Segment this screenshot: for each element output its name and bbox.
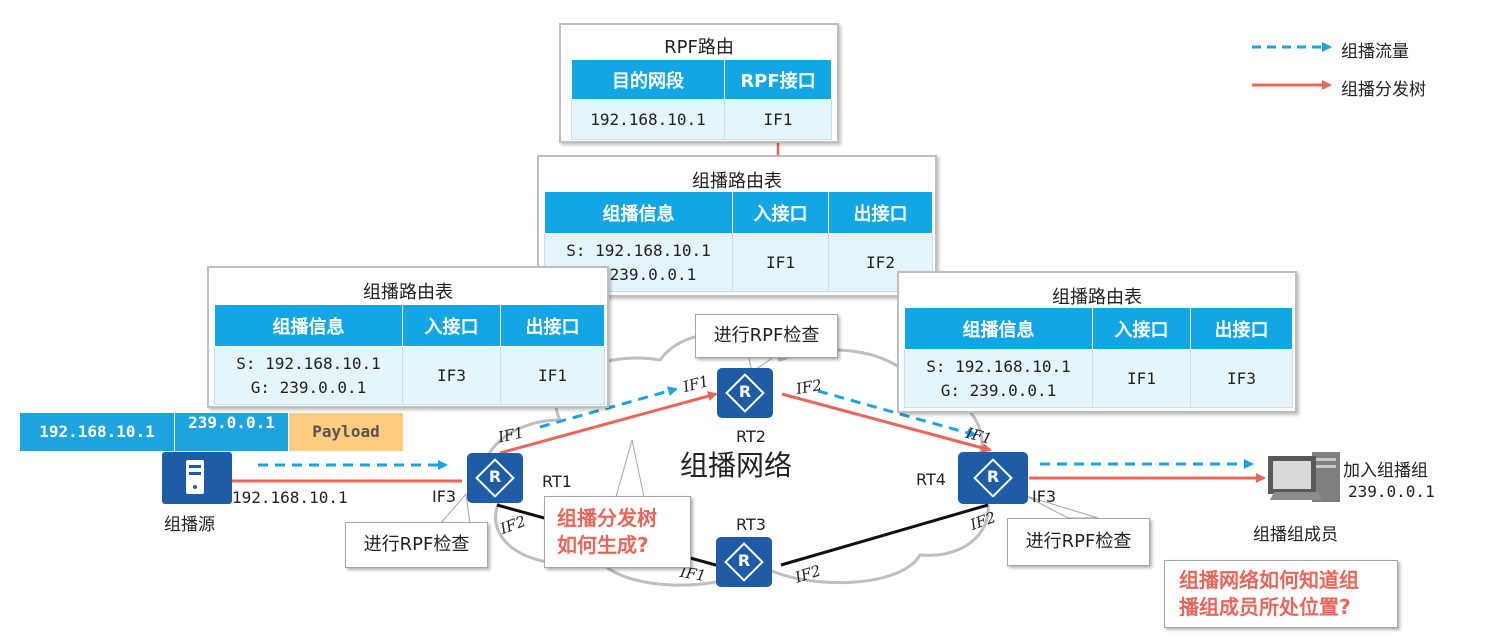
rt1-mroute-title: 组播路由表 — [363, 282, 453, 303]
router-rt3-icon[interactable]: R — [716, 537, 772, 587]
source-ip: 192.168.10.1 — [232, 488, 348, 507]
rt4-header-info: 组播信息 — [904, 307, 1093, 350]
question-tree-line2: 如何生成? — [557, 533, 649, 557]
router-rt3-label: RT3 — [736, 515, 766, 534]
rpf-check-callout-rt2: 进行RPF检查 — [695, 314, 838, 358]
rt4-cell-in: IF1 — [1092, 349, 1191, 408]
traffic-rt1-rt2 — [539, 386, 678, 429]
rt1-cell-out: IF1 — [500, 346, 605, 405]
callout-pointer-tree — [615, 439, 645, 498]
rt1-cell-info: S: 192.168.10.1 G: 239.0.0.1 — [214, 346, 403, 405]
packet-group-field: 239.0.0.1 — [175, 413, 288, 451]
router-rt2-label: RT2 — [736, 427, 766, 446]
rpf-header-iface: RPF接口 — [724, 59, 832, 100]
rt1-cell-in: IF3 — [402, 346, 501, 405]
member-join-label: 加入组播组 — [1343, 461, 1428, 481]
network-label: 组播网络 — [680, 449, 793, 482]
rpf-route-table: 目的网段 RPF接口 192.168.10.1 IF1 — [571, 59, 832, 140]
rt1-group: G: 239.0.0.1 — [250, 377, 367, 397]
rt2-header-out: 出接口 — [828, 191, 933, 234]
rt2-header-info: 组播信息 — [544, 191, 733, 234]
rt2-header-in: 入接口 — [732, 191, 829, 234]
question-tree-line1: 组播分发树 — [557, 506, 657, 530]
rt2-mroute-title: 组播路由表 — [692, 171, 782, 192]
router-rt4-label: RT4 — [916, 470, 946, 489]
rt4-group: G: 239.0.0.1 — [940, 380, 1057, 400]
rpf-cell-dest: 192.168.10.1 — [571, 99, 725, 140]
rt1-header-out: 出接口 — [500, 304, 605, 347]
rt4-mroute-title: 组播路由表 — [1052, 287, 1142, 308]
rt4-source: S: 192.168.10.1 — [926, 357, 1071, 377]
packet-payload-field: Payload — [289, 413, 403, 451]
rt4-cell-info: S: 192.168.10.1 G: 239.0.0.1 — [904, 349, 1093, 408]
tree-rt2-rt4 — [781, 392, 992, 453]
rt1-header-in: 入接口 — [402, 304, 501, 347]
rt4-cell-out: IF3 — [1190, 349, 1293, 408]
rt2-source: S: 192.168.10.1 — [566, 241, 711, 261]
router-rt1-icon[interactable]: R — [467, 453, 523, 503]
computer-icon — [1268, 452, 1340, 502]
router-rt2-icon[interactable]: R — [717, 368, 773, 418]
router-rt1-label: RT1 — [542, 472, 572, 491]
rt1-source: S: 192.168.10.1 — [236, 354, 381, 374]
router-rt2-glyph: R — [738, 382, 752, 401]
source-server-icon — [162, 452, 232, 504]
rpf-route-title: RPF路由 — [664, 37, 734, 58]
rt4-if3-label: IF3 — [1032, 487, 1057, 506]
link-rt3-rt4 — [780, 503, 989, 567]
rt4-header-out: 出接口 — [1190, 307, 1293, 350]
rt4-mroute-panel: 组播路由表 组播信息 入接口 出接口 S: 192.168.10.1 G: 23… — [897, 271, 1297, 413]
rt2-cell-in: IF1 — [732, 233, 829, 292]
rpf-check-callout-rt4: 进行RPF检查 — [1007, 518, 1150, 566]
rpf-check-callout-rt1: 进行RPF检查 — [345, 522, 488, 568]
rpf-route-panel: RPF路由 目的网段 RPF接口 192.168.10.1 IF1 — [559, 23, 839, 143]
rpf-cell-iface: IF1 — [724, 99, 832, 140]
rpf-header-dest: 目的网段 — [571, 59, 725, 100]
rt1-if3-label: IF3 — [432, 487, 457, 506]
source-label: 组播源 — [164, 515, 215, 535]
packet-source-field: 192.168.10.1 — [20, 413, 174, 451]
legend-traffic-label: 组播流量 — [1341, 42, 1409, 62]
rt1-mroute-table: 组播信息 入接口 出接口 S: 192.168.10.1 G: 239.0.0.… — [214, 304, 605, 405]
router-rt1-glyph: R — [488, 467, 502, 486]
rt1-header-info: 组播信息 — [214, 304, 403, 347]
question-member-callout: 组播网络如何知道组 播组成员所处位置? — [1164, 560, 1398, 628]
question-member-line1: 组播网络如何知道组 — [1179, 568, 1359, 592]
router-rt4-icon[interactable]: R — [958, 452, 1028, 504]
router-rt4-glyph: R — [986, 467, 1000, 486]
rt4-header-in: 入接口 — [1092, 307, 1191, 350]
legend-tree-label: 组播分发树 — [1341, 80, 1426, 100]
rt1-mroute-panel: 组播路由表 组播信息 入接口 出接口 S: 192.168.10.1 G: 23… — [207, 266, 609, 408]
rt2-group: G: 239.0.0.1 — [580, 264, 697, 284]
question-tree-callout: 组播分发树 如何生成? — [544, 496, 691, 568]
member-label: 组播组成员 — [1253, 525, 1338, 545]
router-rt3-glyph: R — [737, 551, 751, 570]
member-group-label: 239.0.0.1 — [1348, 482, 1435, 501]
tree-rt1-rt2 — [499, 391, 718, 455]
rt4-mroute-table: 组播信息 入接口 出接口 S: 192.168.10.1 G: 239.0.0.… — [904, 307, 1293, 408]
question-member-line2: 播组成员所处位置? — [1179, 595, 1351, 619]
